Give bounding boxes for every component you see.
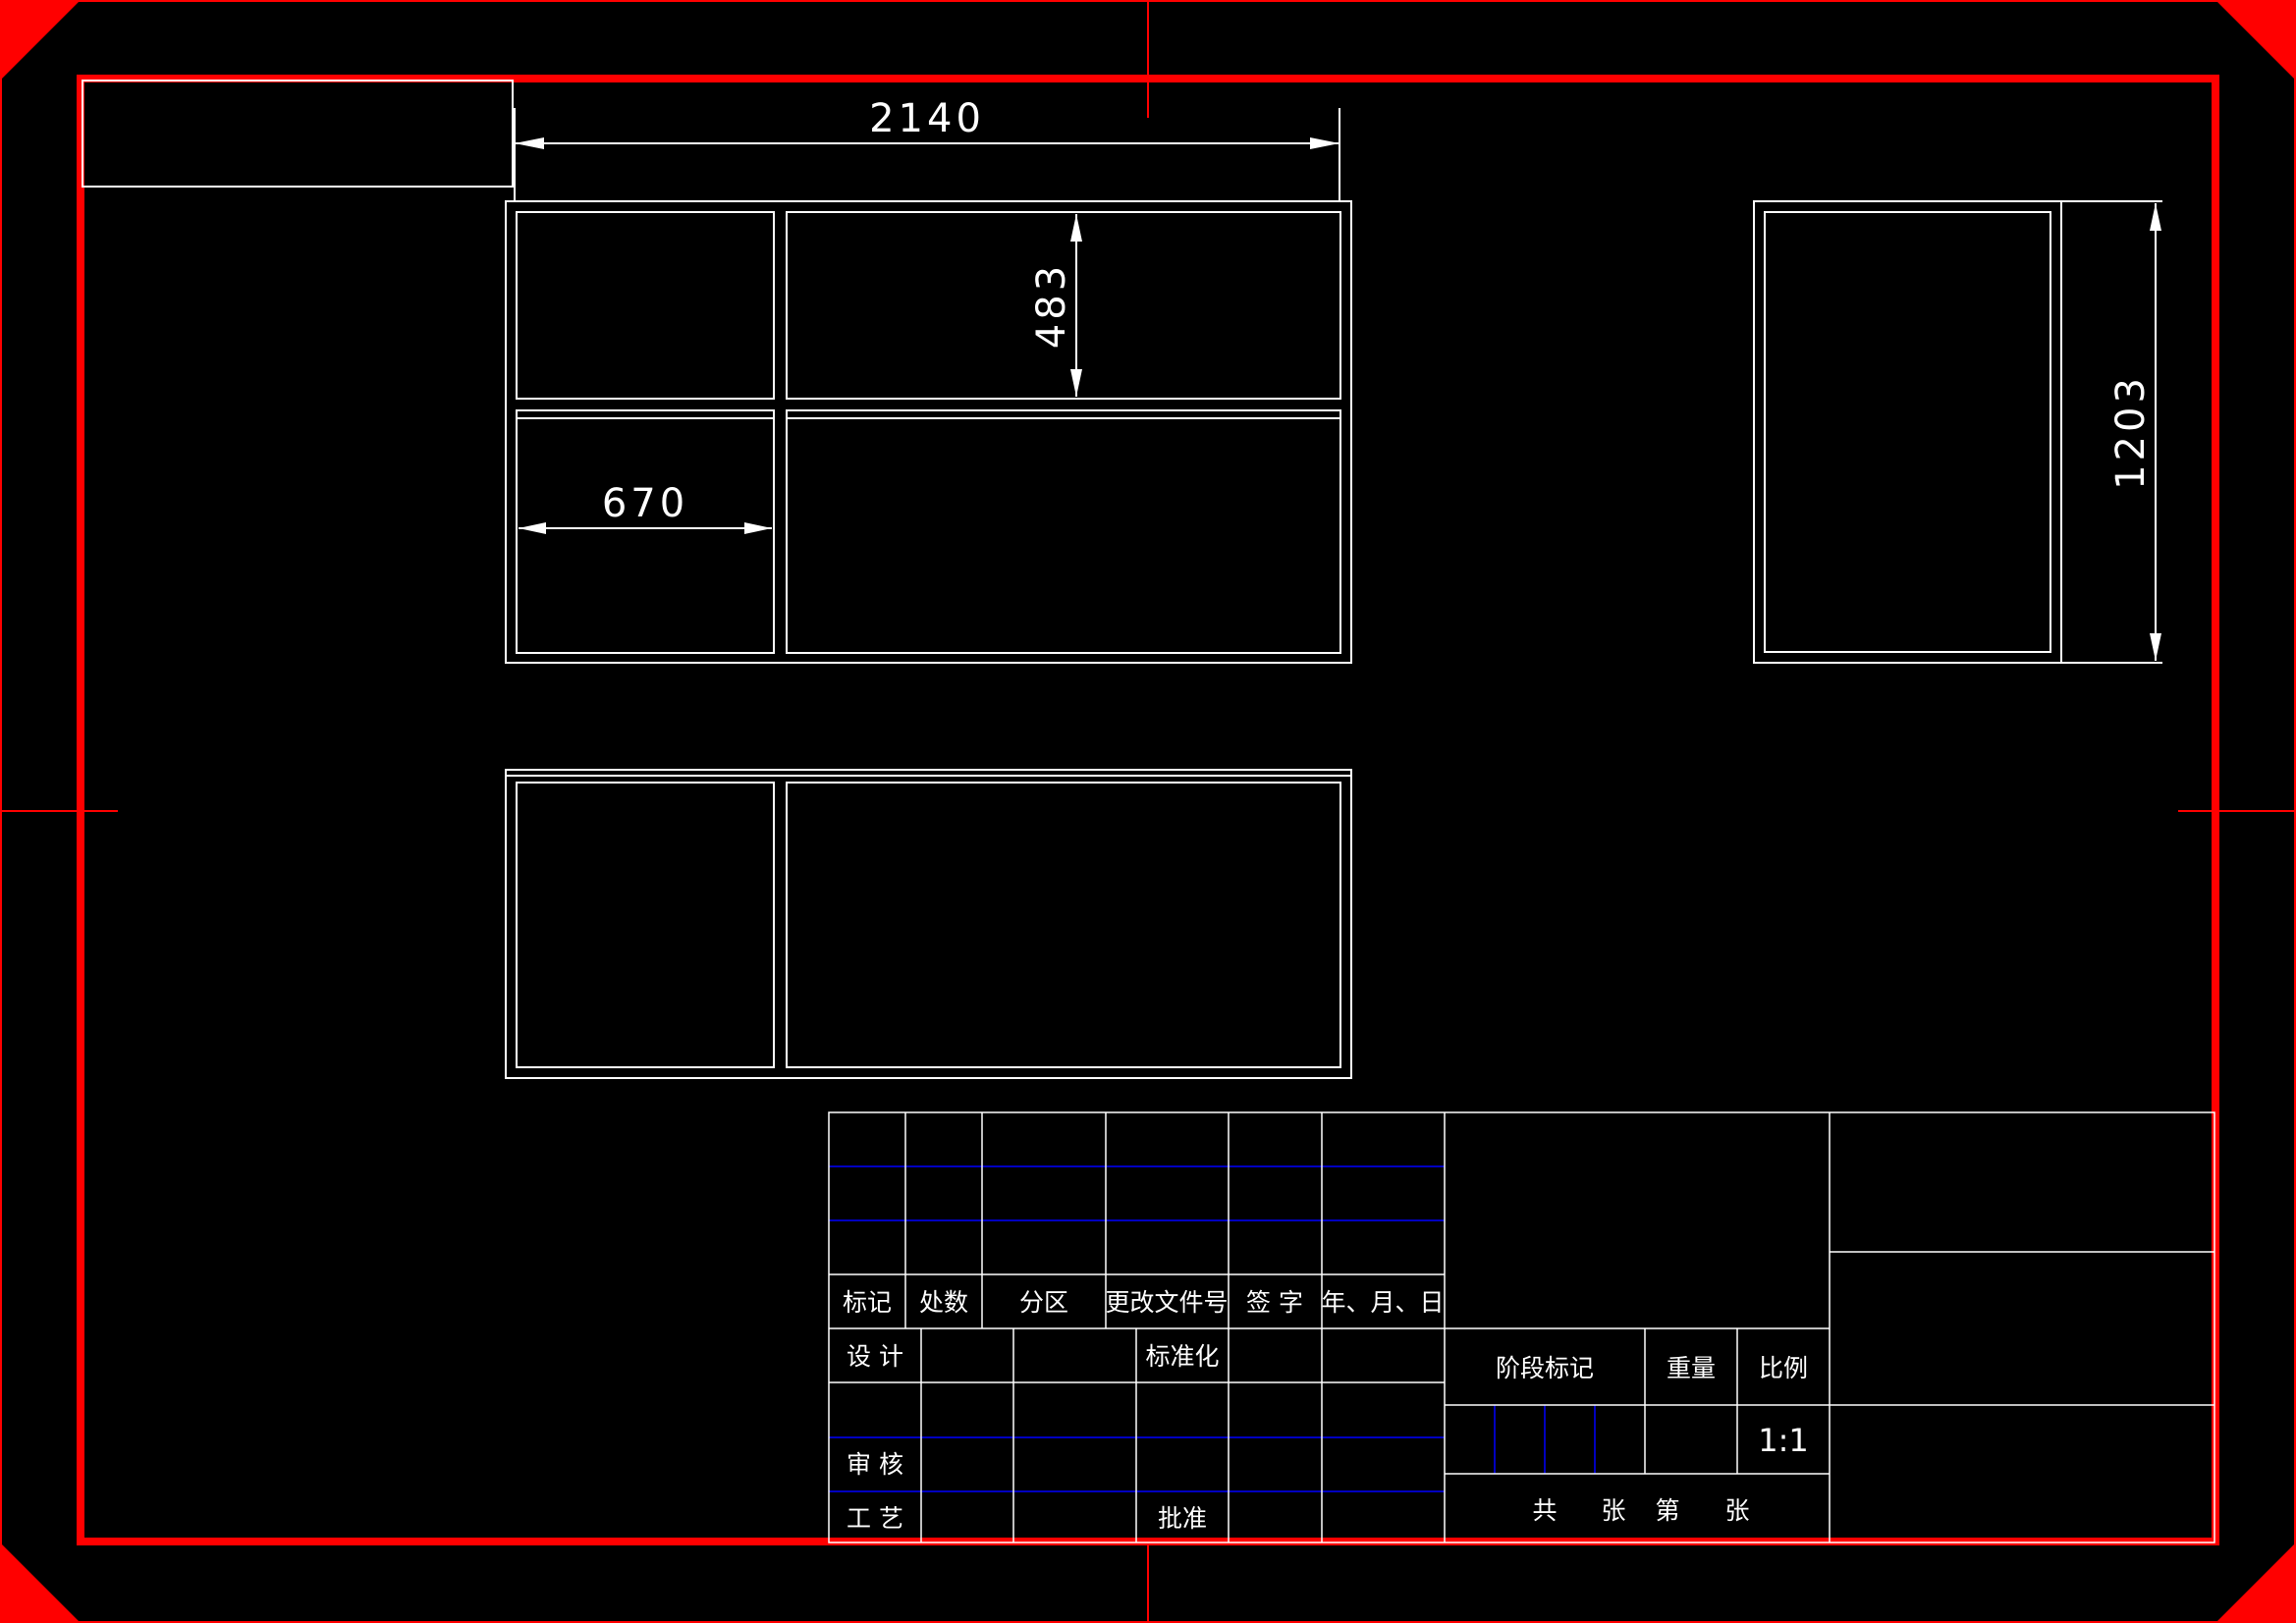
corner-mark-bottom-left xyxy=(0,1542,81,1623)
dimension-label-483: 483 xyxy=(1029,262,1074,349)
dimension-width-cell: 670 xyxy=(519,481,772,534)
title-block: 标记 处数 分区 更改文件号 签 字 年、月、日 设 计 标准化 审 核 工 艺… xyxy=(828,1111,2215,1543)
label-sheets-unit-2: 张 xyxy=(1724,1496,1749,1525)
label-sheet-number: 第 xyxy=(1655,1496,1679,1525)
dimension-width-top: 2140 xyxy=(514,96,1340,201)
dimension-label-670: 670 xyxy=(602,481,688,526)
header-signature: 签 字 xyxy=(1246,1288,1303,1317)
code-box xyxy=(82,80,514,188)
header-change-doc: 更改文件号 xyxy=(1105,1288,1228,1317)
front-view xyxy=(505,200,1352,664)
corner-mark-top-right xyxy=(2215,0,2296,81)
label-sheets-unit-1: 张 xyxy=(1601,1496,1625,1525)
label-scale: 比例 xyxy=(1759,1354,1808,1382)
label-design: 设 计 xyxy=(847,1342,903,1371)
dimension-height-cell: 483 xyxy=(1029,214,1082,397)
header-zone: 分区 xyxy=(1019,1288,1068,1317)
header-date: 年、月、日 xyxy=(1321,1288,1444,1317)
dimension-label-2140: 2140 xyxy=(869,96,985,141)
label-approve: 批准 xyxy=(1158,1504,1207,1533)
dimension-height-side: 1203 xyxy=(2061,200,2162,664)
header-mark: 标记 xyxy=(843,1288,892,1317)
label-weight: 重量 xyxy=(1667,1354,1716,1382)
dimension-label-1203: 1203 xyxy=(2108,374,2154,490)
header-count: 处数 xyxy=(919,1288,968,1317)
label-sheets-total: 共 xyxy=(1532,1496,1557,1525)
label-craft: 工 艺 xyxy=(847,1504,903,1533)
label-stage-mark: 阶段标记 xyxy=(1496,1354,1594,1382)
scale-value: 1:1 xyxy=(1758,1422,1809,1459)
corner-mark-bottom-right xyxy=(2215,1542,2296,1623)
drawing-frame xyxy=(77,75,2219,1545)
bottom-view xyxy=(505,769,1352,1079)
label-review: 审 核 xyxy=(847,1450,903,1479)
label-standardize: 标准化 xyxy=(1145,1342,1219,1371)
corner-mark-top-left xyxy=(0,0,81,81)
side-view xyxy=(1753,200,2062,664)
